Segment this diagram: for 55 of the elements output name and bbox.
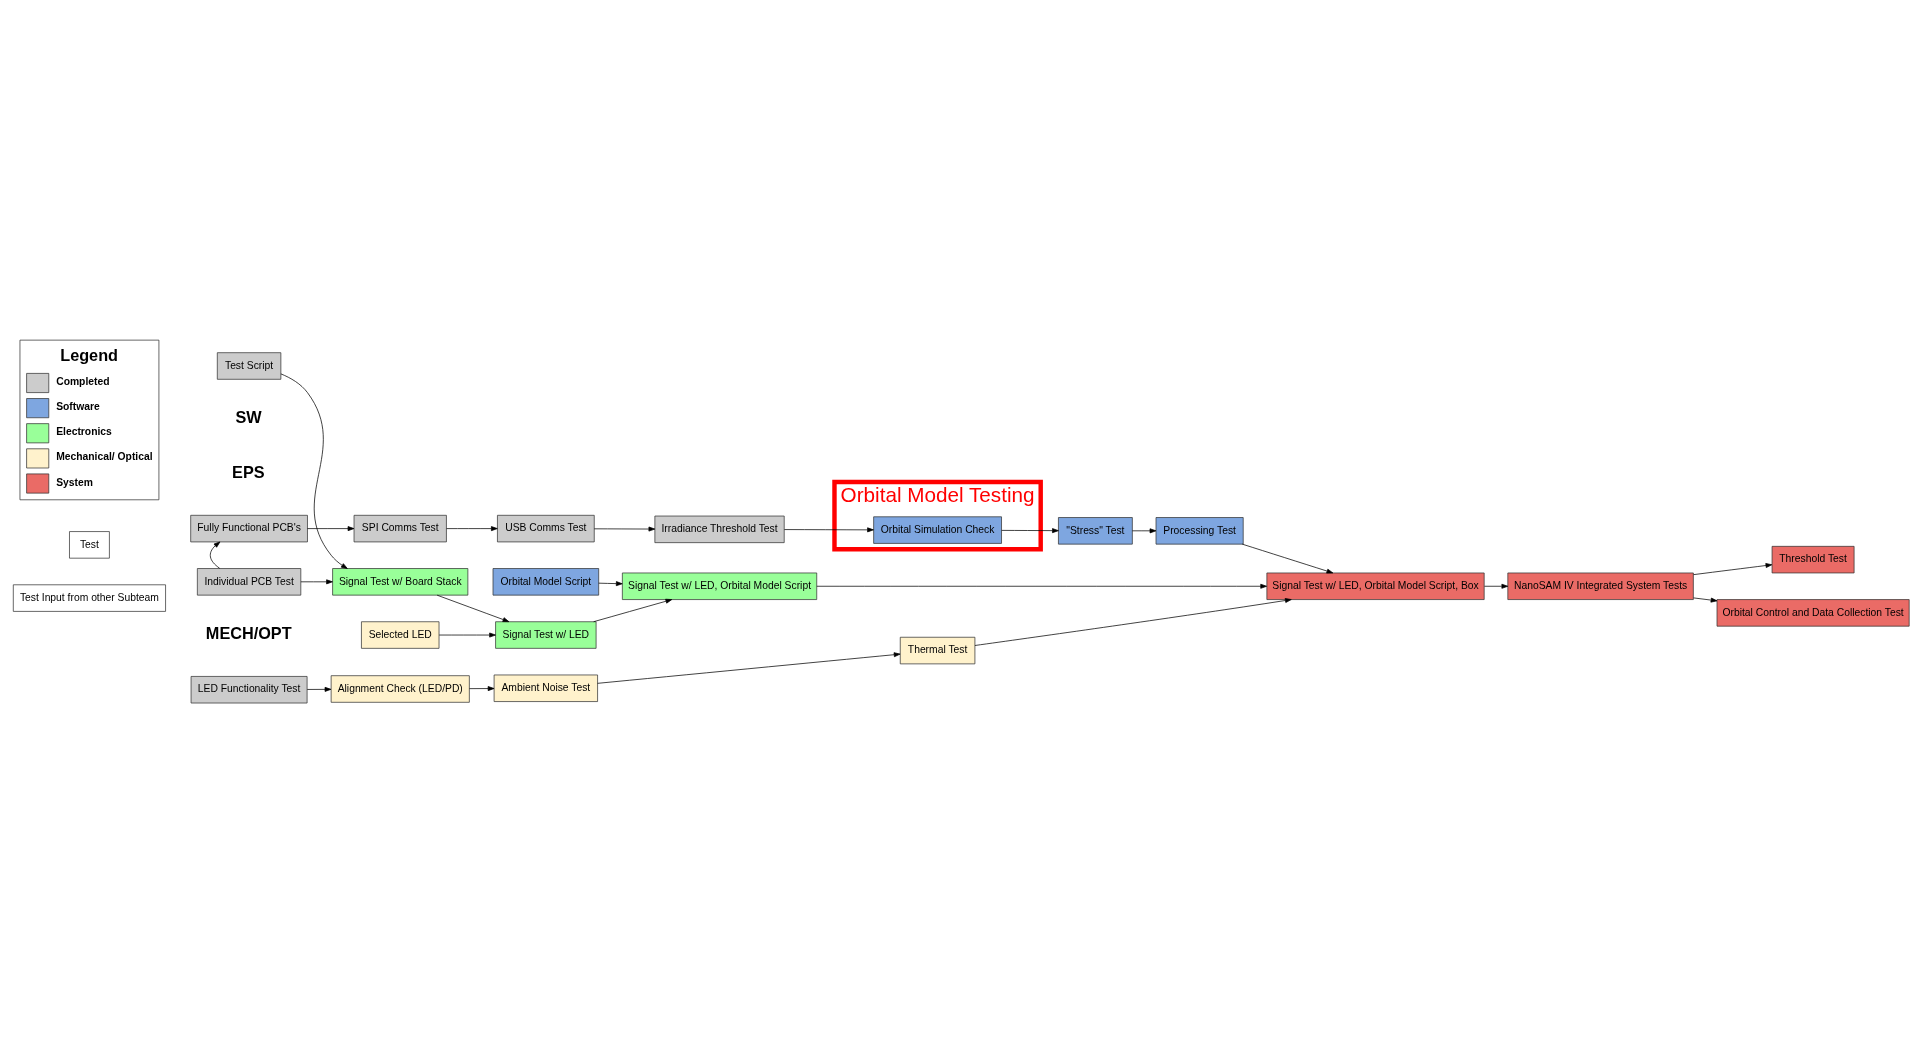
node-box: Thermal Test <box>899 636 976 664</box>
arrow <box>436 594 510 622</box>
node-box: Orbital Simulation Check <box>873 515 1002 544</box>
arrow <box>446 525 498 531</box>
arrow <box>784 526 874 532</box>
arrow <box>1484 583 1509 589</box>
node-box: Selected LED <box>361 620 440 649</box>
node-box: Orbital Control and Data Collection Test <box>1716 598 1910 627</box>
legend-label: Software <box>56 400 100 412</box>
arrow <box>438 632 496 637</box>
arrow <box>1693 562 1773 575</box>
legend-label: Mechanical/ Optical <box>56 450 153 462</box>
arrow <box>1242 543 1334 573</box>
node-box: SPI Comms Test <box>353 514 447 542</box>
label: EPS <box>232 462 265 481</box>
arrow <box>307 525 355 531</box>
node-box: Orbital Model Script <box>492 567 600 595</box>
legend-label: Completed <box>56 375 110 387</box>
node-box: Irradiance Threshold Test <box>654 515 785 543</box>
arrow <box>469 685 495 691</box>
node-box: LED Functionality Test <box>190 675 308 703</box>
arrow <box>1001 527 1059 533</box>
arrow <box>1132 527 1157 533</box>
arrow <box>597 651 901 684</box>
arrow <box>593 598 673 622</box>
node-box: NanoSAM IV Integrated System Tests <box>1507 572 1694 600</box>
arrow <box>974 597 1292 646</box>
node-box: Ambient Noise Test <box>493 674 598 702</box>
label: Legend <box>60 345 119 364</box>
arrow <box>300 578 333 584</box>
node-box: Test <box>69 530 110 559</box>
node-box: Test Script <box>216 351 282 380</box>
node-box: Alignment Check (LED/PD) <box>330 674 470 703</box>
arrow <box>1693 597 1718 603</box>
arrow <box>816 583 1267 589</box>
arrow <box>593 526 656 531</box>
arrow <box>280 373 348 569</box>
node-box: Signal Test w/ LED, Orbital Model Script, Box <box>1266 572 1485 600</box>
label: MECH/OPT <box>205 623 292 642</box>
arrow <box>209 541 221 569</box>
node-box: USB Comms Test <box>497 514 595 542</box>
node-box: Fully Functional PCB's <box>190 514 308 542</box>
node-box: "Stress" Test <box>1058 516 1133 544</box>
legend-label: Electronics <box>56 425 112 437</box>
arrow <box>306 686 332 692</box>
node-box: Processing Test <box>1155 516 1244 544</box>
node-box: Signal Test w/ LED <box>495 620 597 649</box>
label: SW <box>235 407 262 426</box>
legend-label: System <box>56 476 93 488</box>
node-box: Signal Test w/ LED, Orbital Model Script <box>622 572 818 600</box>
node-box: Individual PCB Test <box>197 567 302 595</box>
arrow <box>598 580 623 586</box>
node-box: Test Input from other Subteam <box>12 583 166 612</box>
node-box: Signal Test w/ Board Stack <box>332 567 469 595</box>
node-box: Threshold Test <box>1771 545 1855 573</box>
